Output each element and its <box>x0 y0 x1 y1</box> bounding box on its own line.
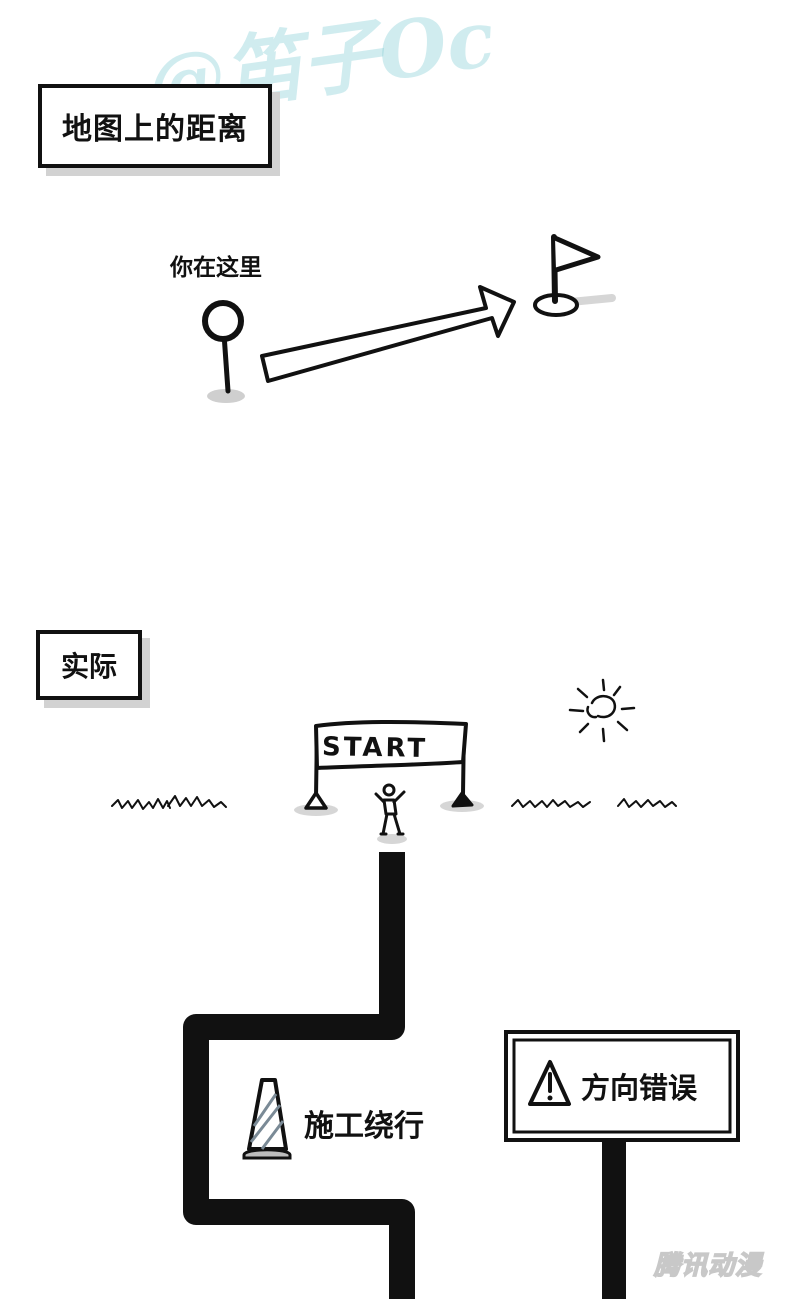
traffic-cone-icon <box>242 1078 292 1160</box>
pin-label: 你在这里 <box>170 255 262 281</box>
map-pin-icon <box>202 300 245 403</box>
start-banner <box>294 720 484 816</box>
warning-triangle-icon <box>528 1060 571 1106</box>
section-title-actual: 实际 <box>36 630 142 700</box>
grass <box>111 795 677 810</box>
wrong-way-signboard <box>504 1030 740 1299</box>
stick-figure <box>374 783 407 844</box>
flag-icon <box>533 234 616 317</box>
sun-icon <box>568 678 636 743</box>
start-banner-text: START <box>321 732 429 764</box>
arrow-icon <box>260 285 516 383</box>
detour-sign-text: 施工绕行 <box>304 1109 424 1144</box>
wrong-way-sign-text: 方向错误 <box>581 1071 698 1105</box>
winding-road <box>183 852 415 1299</box>
section-title-map-distance: 地图上的距离 <box>38 84 272 168</box>
brand-logo: 腾讯动漫 <box>653 1250 763 1282</box>
